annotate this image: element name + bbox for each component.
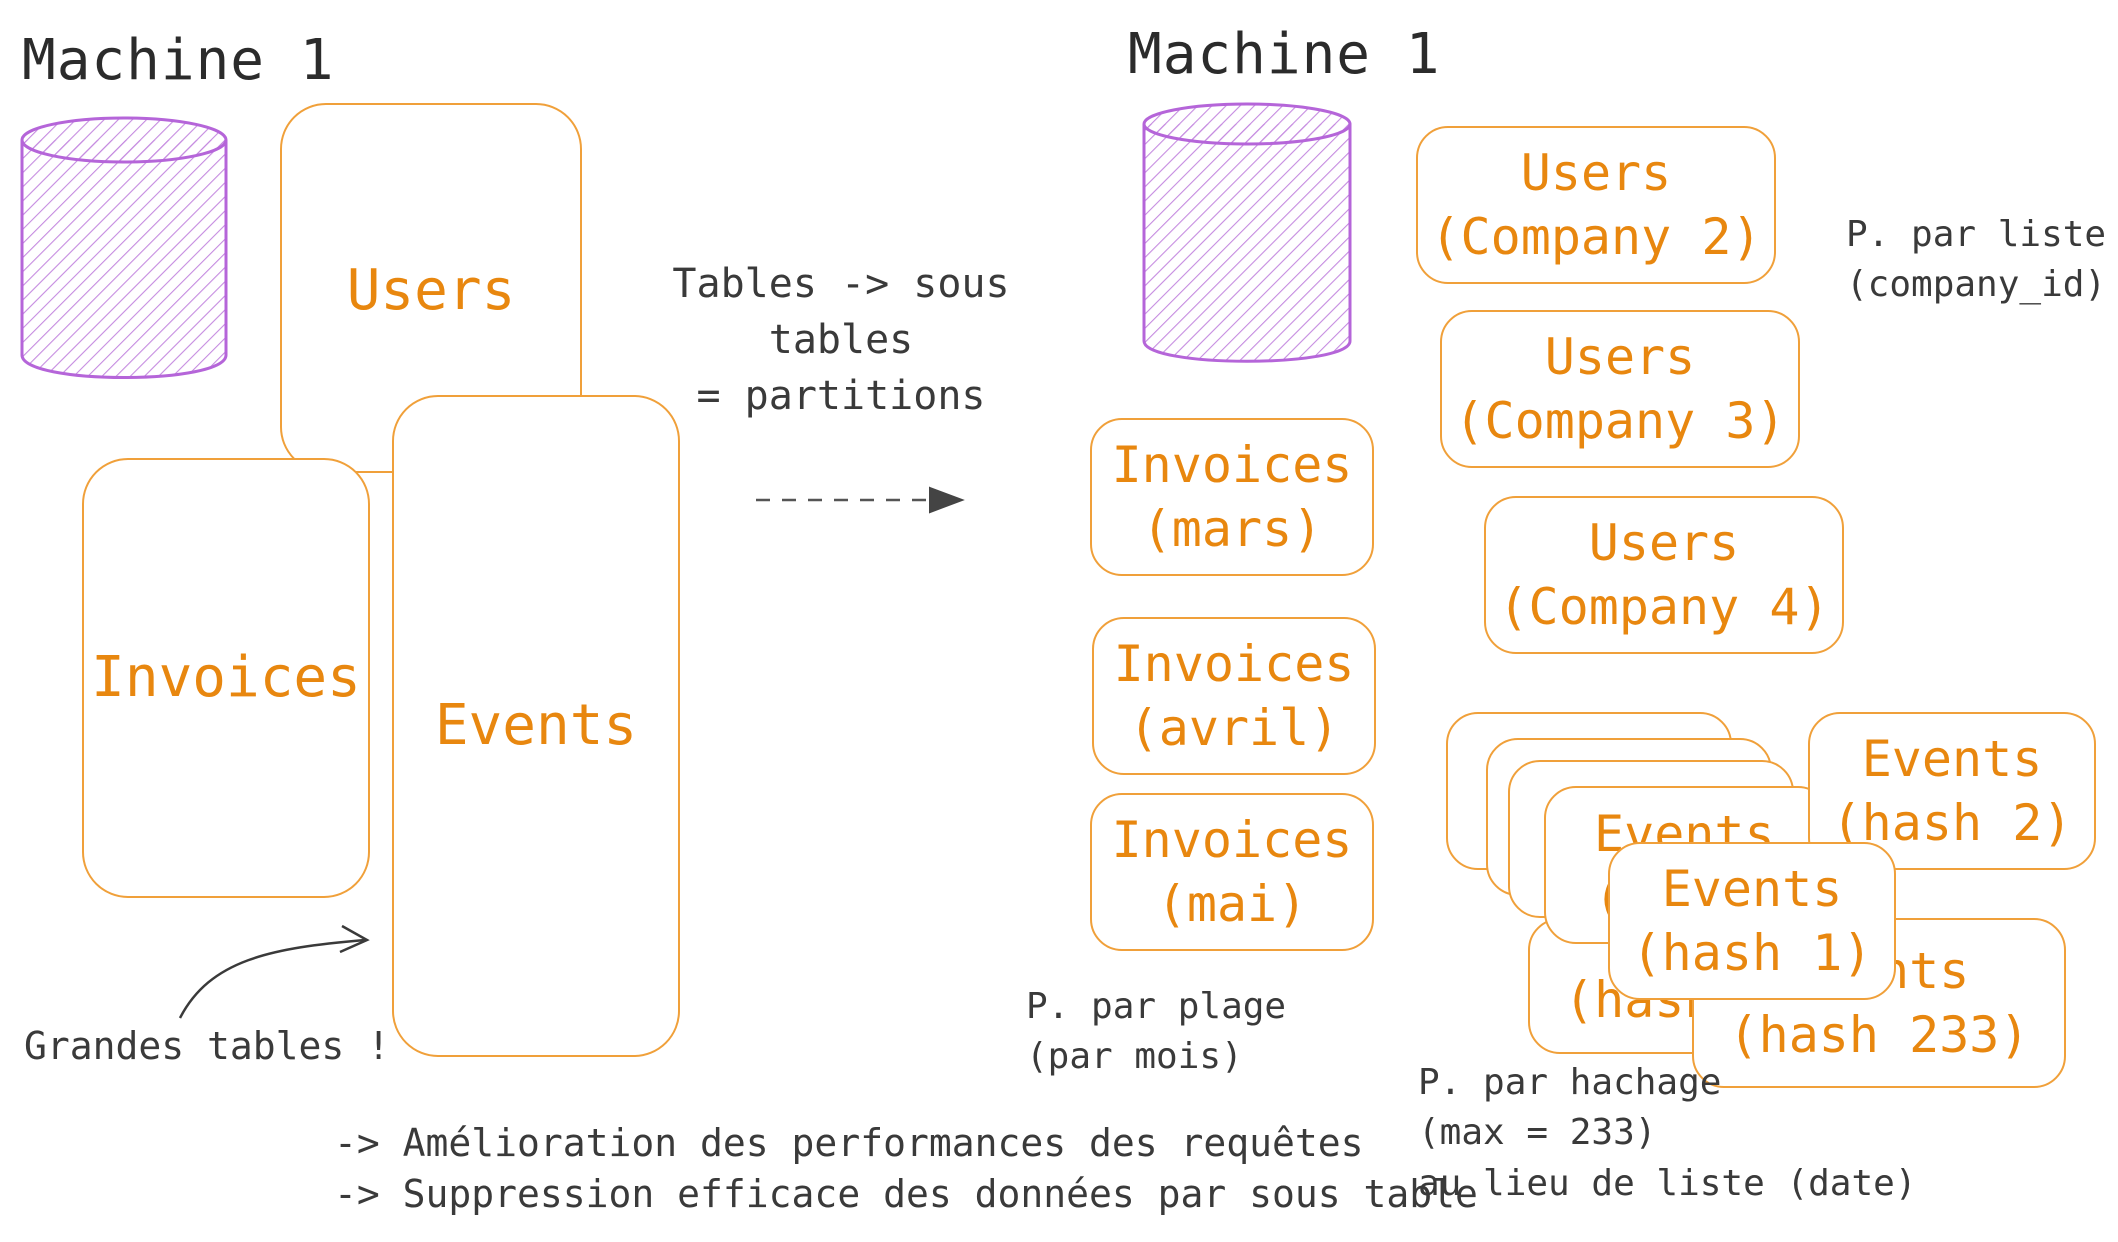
benefit-deletion: -> Suppression efficace des données par … [334, 1172, 1478, 1217]
list-note-line1: P. par liste [1846, 214, 2107, 255]
table-invoices-label: Invoices [91, 645, 361, 711]
invoices-partition-avril: Invoices (avril) [1092, 617, 1376, 775]
hash-partition-note: P. par hachage (max = 233) au lieu de li… [1418, 1058, 1917, 1209]
invoices-mars-line2: (mars) [1141, 500, 1323, 558]
invoices-partition-mai: Invoices (mai) [1090, 793, 1374, 951]
table-events-label: Events [434, 693, 638, 759]
right-machine-title: Machine 1 [1128, 22, 1441, 87]
invoices-partition-mars: Invoices (mars) [1090, 418, 1374, 576]
pointer-arrow [178, 924, 370, 1019]
invoices-avril-line1: Invoices [1113, 635, 1355, 693]
range-note-line2: (par mois) [1026, 1036, 1243, 1078]
left-database-icon [20, 116, 228, 379]
events-partition-hash-2: Events (hash 2) [1808, 712, 2096, 870]
hash-note-line3: au lieu de liste (date) [1418, 1162, 1917, 1204]
partition-caption-line1: Tables -> sous tables [672, 261, 1010, 363]
list-partition-note: P. par liste (company_id) [1846, 210, 2106, 311]
benefits-list: -> Amélioration des performances des req… [334, 1118, 1478, 1221]
transform-arrow [756, 486, 965, 514]
events-hash233-line2: (hash 233) [1728, 1006, 2030, 1064]
users-company4-line1: Users [1588, 514, 1740, 572]
invoices-mai-line1: Invoices [1111, 811, 1353, 869]
invoices-avril-line2: (avril) [1128, 699, 1340, 757]
list-note-line2: (company_id) [1846, 264, 2107, 306]
benefit-performance: -> Amélioration des performances des req… [334, 1121, 1364, 1165]
users-company2-line1: Users [1520, 144, 1672, 202]
range-note-line1: P. par plage [1026, 986, 1287, 1027]
partition-caption: Tables -> sous tables = partitions [606, 256, 1076, 424]
events-partition-hash-1: Events (hash 1) [1608, 842, 1896, 1000]
table-users-label: Users [346, 258, 516, 323]
hash-note-line2: (max = 233) [1418, 1112, 1657, 1154]
right-database-icon [1142, 102, 1352, 363]
events-hash1-line1: Events [1661, 860, 1843, 918]
users-company3-line1: Users [1544, 328, 1696, 386]
users-company4-line2: (Company 4) [1498, 578, 1830, 636]
partition-caption-line2: = partitions [696, 373, 986, 419]
big-tables-note: Grandes tables ! [24, 1024, 391, 1068]
users-partition-company-2: Users (Company 2) [1416, 126, 1776, 284]
users-company3-line2: (Company 3) [1454, 392, 1786, 450]
events-hash2-line1: Events [1861, 730, 2043, 788]
users-company2-line2: (Company 2) [1430, 208, 1762, 266]
table-invoices: Invoices [82, 458, 370, 898]
table-events: Events [392, 395, 680, 1057]
invoices-mai-line2: (mai) [1156, 875, 1308, 933]
users-partition-company-3: Users (Company 3) [1440, 310, 1800, 468]
left-machine-title: Machine 1 [22, 28, 335, 93]
users-partition-company-4: Users (Company 4) [1484, 496, 1844, 654]
hash-note-line1: P. par hachage [1418, 1062, 1722, 1103]
events-hash1-line2: (hash 1) [1631, 924, 1873, 982]
range-partition-note: P. par plage (par mois) [1026, 982, 1286, 1083]
invoices-mars-line1: Invoices [1111, 436, 1353, 494]
